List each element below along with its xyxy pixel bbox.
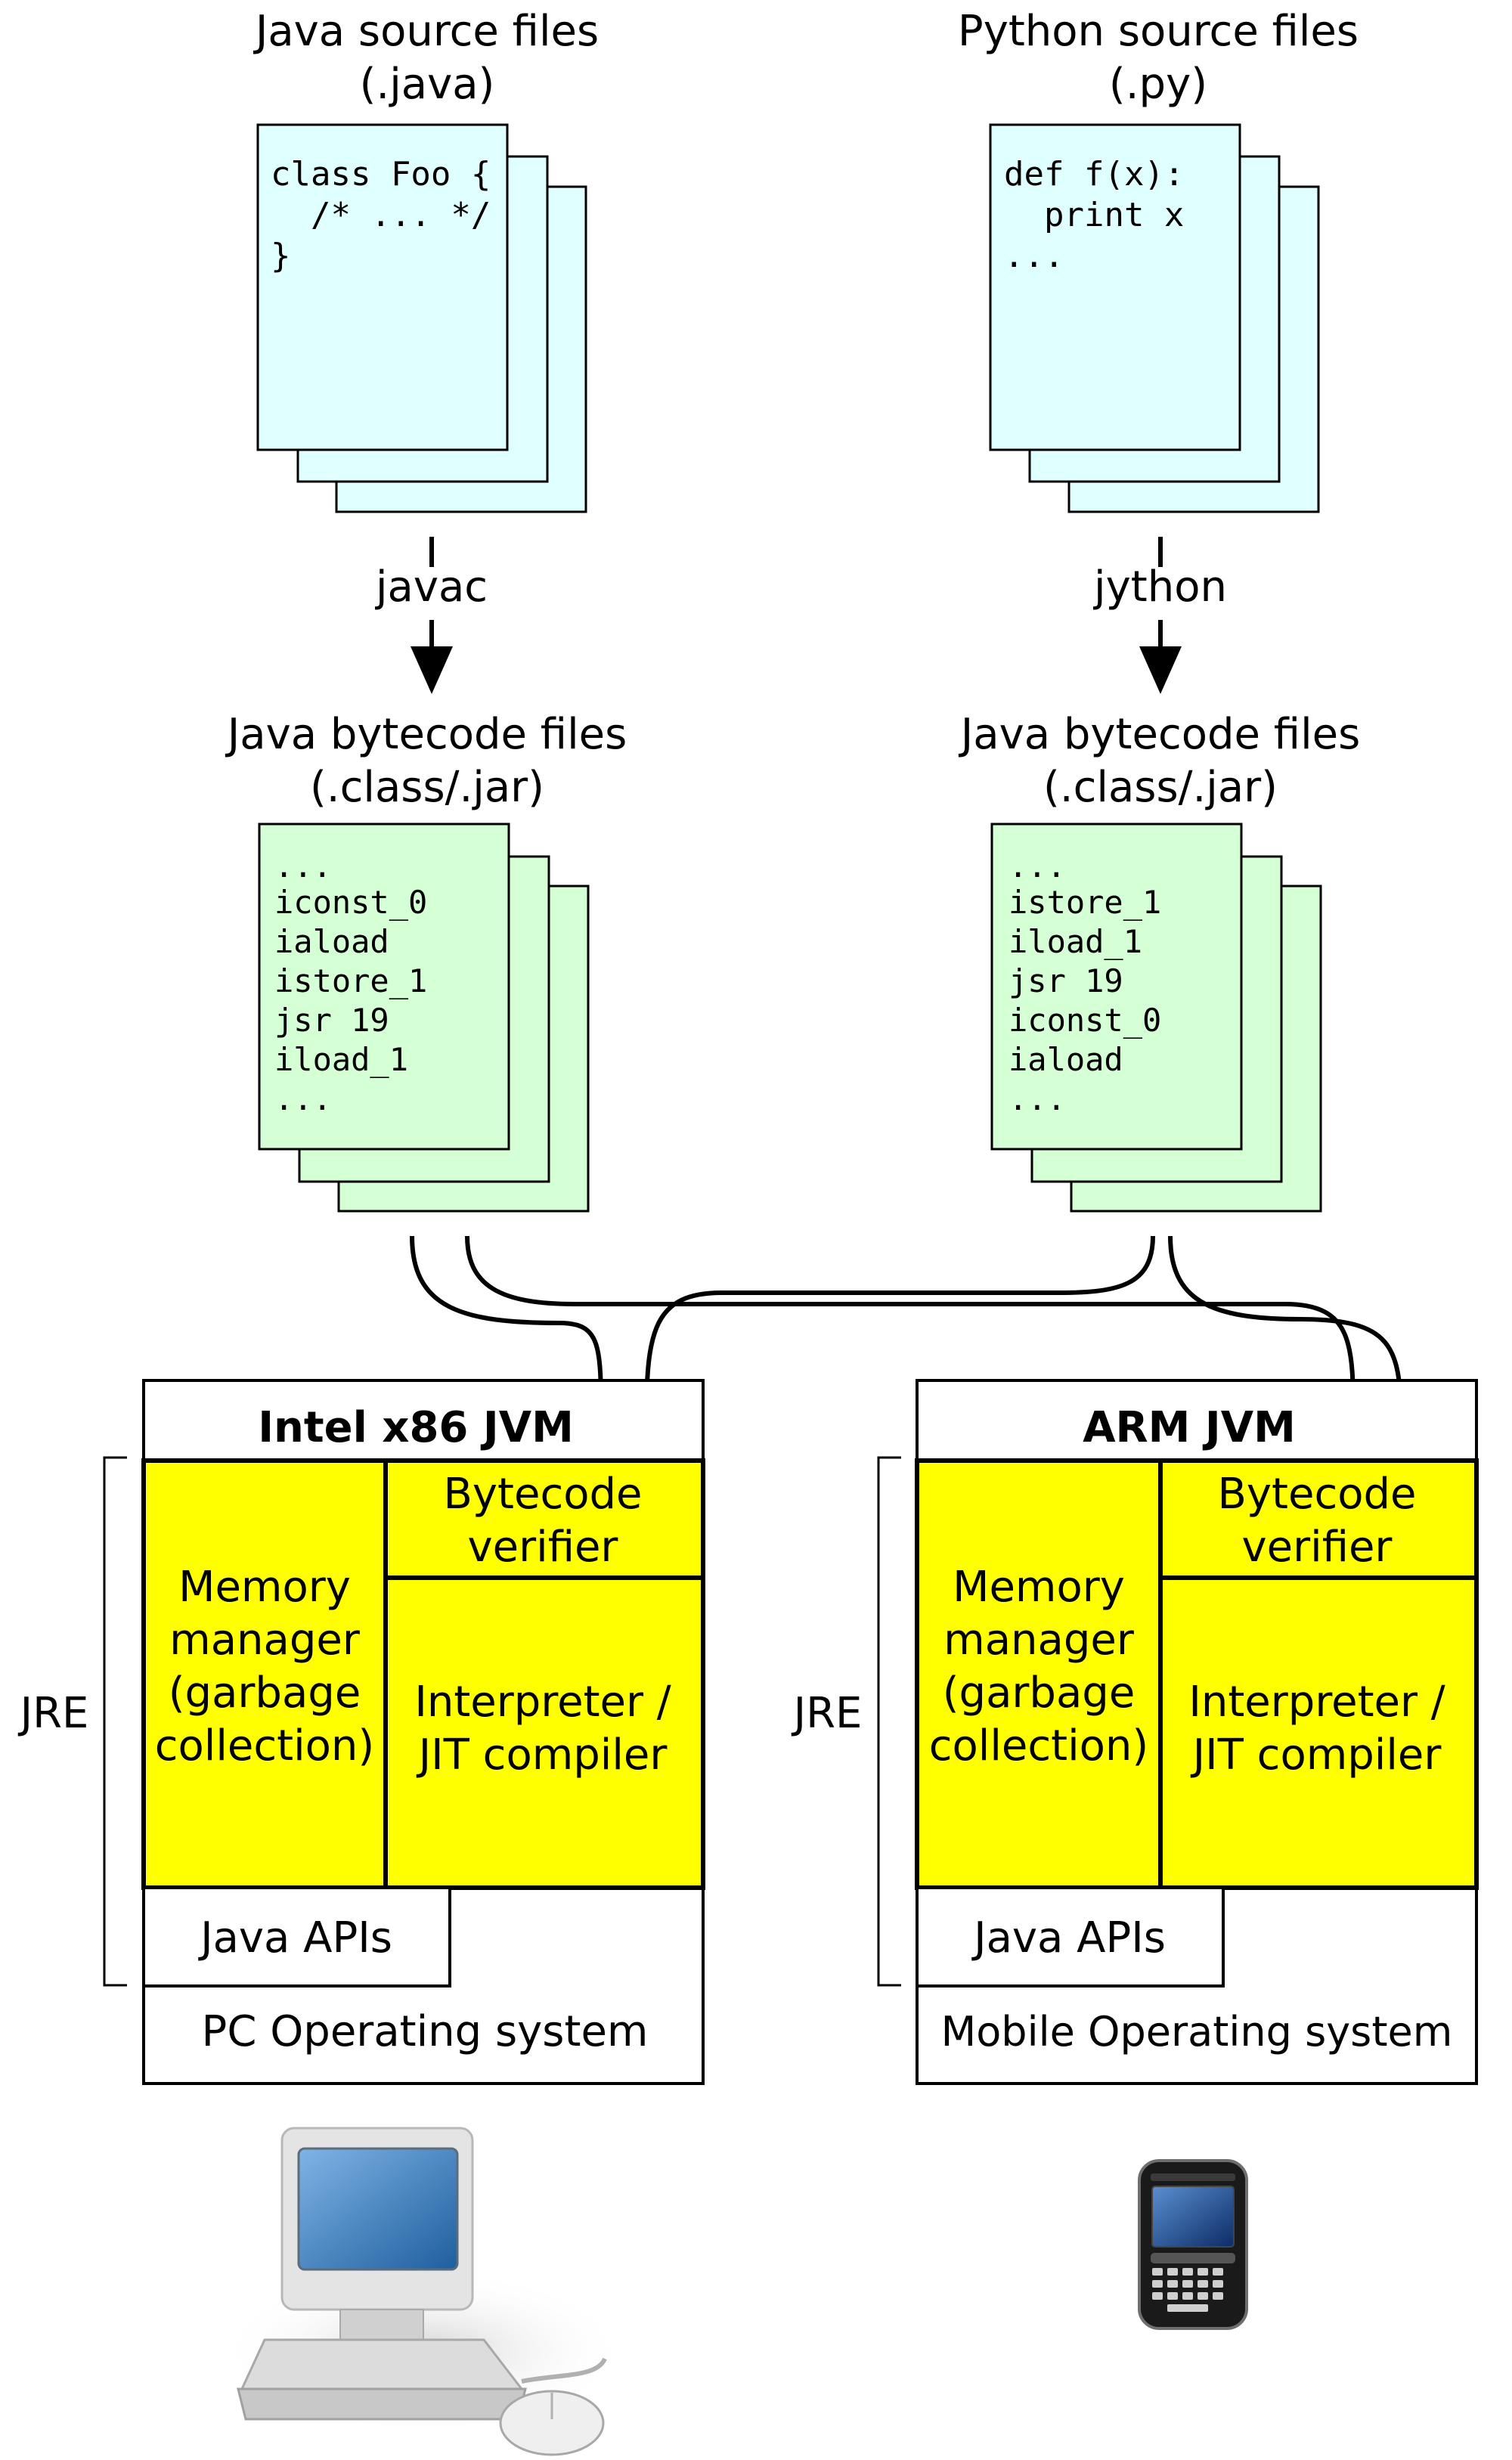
python-bytecode-file-stack: ... istore_1 iload_1 jsr 19 iconst_0 ial… [990,823,1322,1213]
java-bytecode-code-line: istore_1 [274,962,427,999]
python-source-title-line1: Python source files [958,7,1359,56]
python-bytecode-code-line: iconst_0 [1009,1002,1161,1039]
python-bytecode-title-line2: (.class/.jar) [1043,763,1278,812]
memory-manager-label-line: manager [943,1616,1135,1665]
java-bytecode-code-line: ... [274,847,332,885]
java-bytecode-file-stack: ... iconst_0 iaload istore_1 jsr 19 iloa… [258,823,590,1213]
java-bytecode-code-line: iaload [274,923,389,960]
javac-compile-arrow [411,537,453,694]
java-source-code-line: /* ... */ [271,196,491,234]
java-source-title-line2: (.java) [360,60,495,109]
python-source-page-front [989,123,1241,451]
arrow-java-to-arm [465,1235,1356,1422]
java-apis-box [916,1886,1225,1988]
interpreter-box [1158,1575,1479,1890]
python-bytecode-code-line: ... [1009,1080,1066,1117]
bytecode-verifier-box [1158,1458,1479,1580]
java-source-code-line: } [271,237,291,275]
java-source-title-line1: Java source files [253,7,599,56]
python-bytecode-code-line: ... [1009,847,1066,885]
right-column: Python source files (.py) def f(x): prin… [958,7,1361,1213]
memory-manager-label-line: (garbage [169,1668,361,1718]
memory-manager-label-line: collection) [155,1721,375,1771]
desktop-computer-icon [219,2127,627,2456]
java-apis-label: Java APIs [971,1913,1166,1963]
java-bytecode-code-line: iconst_0 [274,884,427,921]
javac-label: javac [374,562,488,612]
python-bytecode-code-line: jsr 19 [1009,962,1123,999]
memory-manager-label-line: (garbage [943,1668,1136,1718]
python-source-code-line: ... [1004,237,1064,275]
memory-manager-label-line: manager [169,1616,361,1665]
memory-manager-label-line: Memory [178,1563,351,1612]
java-bytecode-title-line2: (.class/.jar) [310,763,544,812]
python-bytecode-page-front [990,823,1243,1151]
python-bytecode-code-line: iload_1 [1009,923,1142,960]
java-apis-box [142,1886,451,1988]
jre-bracket [877,1456,901,1987]
jre-label: JRE [18,1689,89,1738]
java-source-code-line: class Foo { [271,155,491,194]
mobile-os-label: Mobile Operating system [941,2008,1453,2056]
interpreter-label-line: JIT compiler [1191,1730,1442,1780]
python-source-code-line: print x [1004,196,1184,234]
jre-bracket [103,1456,127,1987]
java-source-page-front [256,123,509,451]
mobile-platform: ARM JVM Memory manager (garbage collecti… [792,1379,1479,2085]
memory-manager-label-line: collection) [929,1721,1149,1771]
python-bytecode-code-line: istore_1 [1009,884,1161,921]
interpreter-label-line: JIT compiler [417,1730,668,1780]
java-apis-label: Java APIs [198,1913,392,1963]
arrow-python-to-x86 [644,1235,1155,1422]
java-bytecode-page-front [258,823,510,1151]
pc-os-label: PC Operating system [202,2007,649,2056]
left-column: Java source files (.java) class Foo { /*… [225,7,627,1213]
interpreter-label-line: Interpreter / [1188,1678,1445,1727]
arrow-java-to-x86 [410,1235,603,1422]
python-bytecode-title-line1: Java bytecode files [959,710,1361,759]
java-bytecode-code-line: jsr 19 [274,1002,389,1039]
interpreter-label-line: Interpreter / [414,1678,671,1727]
python-source-code-line: def f(x): [1004,155,1184,194]
python-source-file-stack: def f(x): print x ... [989,123,1320,513]
java-bytecode-title-line1: Java bytecode files [225,710,627,759]
arm-jvm-title: ARM JVM [1083,1403,1296,1452]
java-bytecode-code-line: ... [274,1080,332,1117]
java-source-file-stack: class Foo { /* ... */ } [256,123,587,513]
python-source-title-line2: (.py) [1109,60,1207,109]
bytecode-verifier-label-line: verifier [468,1523,619,1572]
x86-jvm-title: Intel x86 JVM [258,1403,574,1452]
bytecode-verifier-label-line: verifier [1242,1523,1393,1572]
memory-manager-label-line: Memory [953,1563,1125,1612]
python-bytecode-code-line: iaload [1009,1041,1123,1078]
bytecode-distribution-arrows [410,1235,1403,1422]
jython-label: jython [1092,562,1227,612]
pc-platform: Intel x86 JVM Memory manager (garbage co… [18,1379,705,2085]
bytecode-verifier-label-line: Bytecode [443,1470,642,1519]
bytecode-verifier-label-line: Bytecode [1217,1470,1416,1519]
smartphone-icon [1138,2159,1248,2330]
jython-compile-arrow [1139,537,1182,694]
jre-label: JRE [792,1689,863,1738]
arrow-python-to-arm [1168,1235,1403,1422]
java-bytecode-code-line: iload_1 [274,1041,408,1078]
interpreter-box [383,1575,705,1890]
